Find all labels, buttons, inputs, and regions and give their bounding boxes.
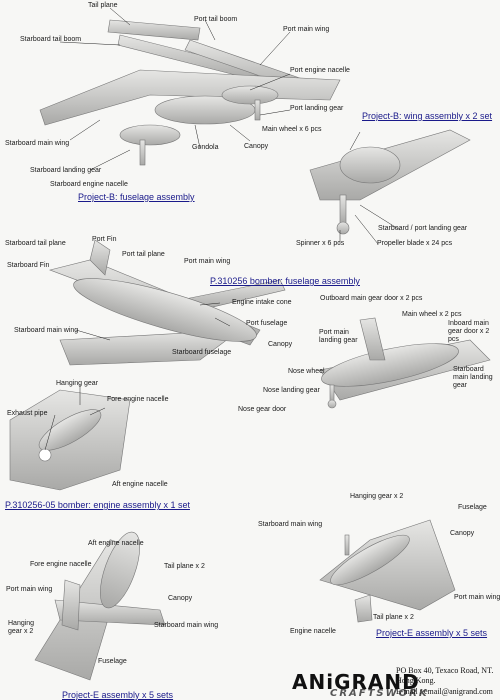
title-p310256-fuselage: P.310256 bomber: fuselage assembly <box>210 276 360 286</box>
label-starboard-main-wing-2: Starboard main wing <box>14 327 79 334</box>
address-line-1: PO Box 40, Texaco Road, NT. <box>396 666 494 675</box>
label-starboard-main-wing-3: Starboard main wing <box>258 521 323 528</box>
label-fore-engine-nacelle-2: Fore engine nacelle <box>30 561 92 568</box>
label-starboard-fin: Starboard Fin <box>7 262 50 269</box>
label-aft-engine-nacelle: Aft engine nacelle <box>112 481 168 488</box>
label-nose-landing-gear: Nose landing gear <box>263 387 320 394</box>
label-starboard-tail-plane: Starboard tail plane <box>5 240 66 247</box>
label-propeller-blade: Propeller blade x 24 pcs <box>377 240 453 247</box>
label-nose-wheel: Nose wheel <box>288 368 325 375</box>
label-port-main-landing-gear: Port main landing gear <box>319 329 358 344</box>
label-gondola: Gondola <box>192 144 219 151</box>
label-fuselage: Fuselage <box>458 504 487 511</box>
label-port-main-wing-3: Port main wing <box>454 594 500 601</box>
label-port-main-wing-2: Port main wing <box>184 258 231 265</box>
label-engine-nacelle: Engine nacelle <box>290 628 336 635</box>
label-port-main-wing: Port main wing <box>283 26 330 33</box>
label-port-main-wing-4: Port main wing <box>6 586 53 593</box>
label-port-tail-plane: Port tail plane <box>122 251 165 258</box>
label-starboard-main-wing: Starboard main wing <box>5 140 70 147</box>
label-main-wheel-2: Main wheel x 2 pcs <box>402 311 462 318</box>
landing-gear-drawing <box>319 317 491 409</box>
label-fore-engine-nacelle: Fore engine nacelle <box>107 396 169 403</box>
label-port-engine-nacelle: Port engine nacelle <box>290 67 350 74</box>
label-starboard-main-wing-4: Starboard main wing <box>154 622 219 629</box>
label-starboard-fuselage: Starboard fuselage <box>172 349 232 356</box>
label-port-tail-boom: Port tail boom <box>194 16 238 23</box>
label-main-wheel-6: Main wheel x 6 pcs <box>262 126 322 133</box>
craftswork-logo: CRAFTSWORK <box>330 688 429 699</box>
label-outboard-main-gear-door: Outboard main gear door x 2 pcs <box>320 295 423 302</box>
title-engine-assembly: P.310256-05 bomber: engine assembly x 1 … <box>5 500 190 510</box>
label-exhaust-pipe: Exhaust pipe <box>7 410 48 417</box>
leader-lines <box>44 7 401 451</box>
address-line-2: Hong Kong. <box>396 676 436 685</box>
title-proje-left: Project-E assembly x 5 sets <box>62 690 174 700</box>
projb-wing-drawing <box>309 129 471 235</box>
proje-left-drawing <box>34 531 166 681</box>
label-starboard-port-landing-gear: Starboard / port landing gear <box>378 225 468 232</box>
projb-fuselage-drawing <box>39 19 341 166</box>
label-port-fin: Port Fin <box>92 236 117 243</box>
label-nose-gear-door: Nose gear door <box>238 406 287 413</box>
label-tail-plane-x2: Tail plane x 2 <box>164 563 205 570</box>
label-starboard-main-landing-gear: Starboard main landing gear <box>453 366 493 389</box>
label-engine-intake-cone: Engine intake cone <box>232 299 292 306</box>
label-canopy-4: Canopy <box>168 595 193 602</box>
label-tail-plane: Tail plane <box>88 2 118 9</box>
label-hanging-gear-2: Hanging gear x 2 <box>350 493 404 500</box>
title-projb-wing: Project-B: wing assembly x 2 set <box>362 111 493 121</box>
engine-assembly-drawing <box>9 389 131 491</box>
label-starboard-engine-nacelle: Starboard engine nacelle <box>50 181 128 188</box>
title-proje-assembly: Project-E assembly x 5 sets <box>376 628 488 638</box>
label-port-fuselage: Port fuselage <box>246 320 288 327</box>
label-port-landing-gear: Port landing gear <box>290 105 344 112</box>
label-spinner-6: Spinner x 6 pcs <box>296 240 345 247</box>
label-tail-plane-2: Tail plane x 2 <box>373 614 414 621</box>
label-starboard-tail-boom: Starboard tail boom <box>20 36 82 43</box>
label-canopy-3: Canopy <box>450 530 475 537</box>
email-line: E-mail : email@anigrand.com <box>396 687 493 696</box>
label-fuselage-2: Fuselage <box>98 658 127 665</box>
label-starboard-landing-gear: Starboard landing gear <box>30 167 102 174</box>
label-aft-engine-nacelle-2: Aft engine nacelle <box>88 540 144 547</box>
anigrand-logo: ANiGRAND <box>292 670 420 694</box>
title-projb-fuselage: Project-B: fuselage assembly <box>78 192 195 202</box>
label-hanging-gear: Hanging gear <box>56 380 99 387</box>
label-canopy: Canopy <box>244 143 269 150</box>
label-hanging-gear-x2: Hanging gear x 2 <box>8 620 35 635</box>
proje-assembly-drawing <box>319 519 456 623</box>
label-canopy-2: Canopy <box>268 341 293 348</box>
label-inboard-main-gear-door: Inboard main gear door x 2 pcs <box>448 320 490 343</box>
